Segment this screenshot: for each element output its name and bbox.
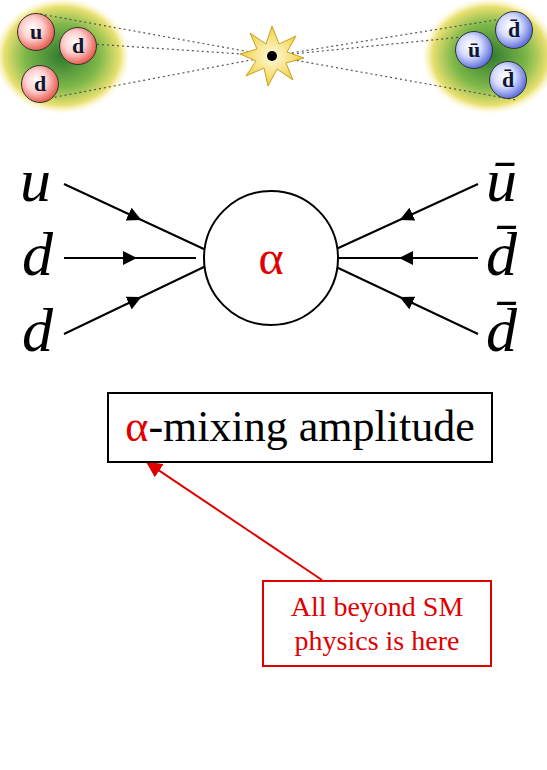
quark-label: ū — [486, 149, 517, 211]
dotted-lines — [40, 14, 520, 100]
quark-label: d̄ — [486, 223, 517, 285]
callout-box: All beyond SM physics is here — [262, 580, 492, 667]
quark-lines — [64, 184, 478, 334]
node-text: d̄ — [508, 19, 520, 41]
callout-arrow — [147, 463, 322, 580]
annihilation-burst — [240, 26, 304, 86]
quark-label: d̄ — [486, 299, 517, 361]
node-text: d̄ — [502, 69, 514, 91]
node-text: α — [258, 234, 283, 282]
quark-ball: d — [21, 65, 59, 103]
quark-label: d — [22, 223, 53, 285]
quark-label: u — [20, 149, 51, 211]
antiquark-ball: d̄ — [489, 61, 527, 99]
neutron-blob — [0, 0, 130, 114]
vertex-circle: α — [203, 190, 339, 326]
antiquark-ball: d̄ — [495, 11, 533, 49]
node-text: u — [30, 21, 42, 43]
node-text: d — [72, 35, 84, 57]
node-text: ū — [468, 39, 480, 61]
antineutron-blob — [422, 0, 547, 114]
node-text: All beyond SM physics is here — [276, 590, 478, 657]
antiquark-ball: ū — [455, 31, 493, 69]
node-text: d — [34, 73, 46, 95]
quark-ball: u — [17, 13, 55, 51]
amplitude-box: α-mixing amplitude — [107, 392, 492, 463]
node-text: α-mixing amplitude — [125, 402, 474, 453]
quark-label: d — [22, 299, 53, 361]
quark-ball: d — [59, 27, 97, 65]
